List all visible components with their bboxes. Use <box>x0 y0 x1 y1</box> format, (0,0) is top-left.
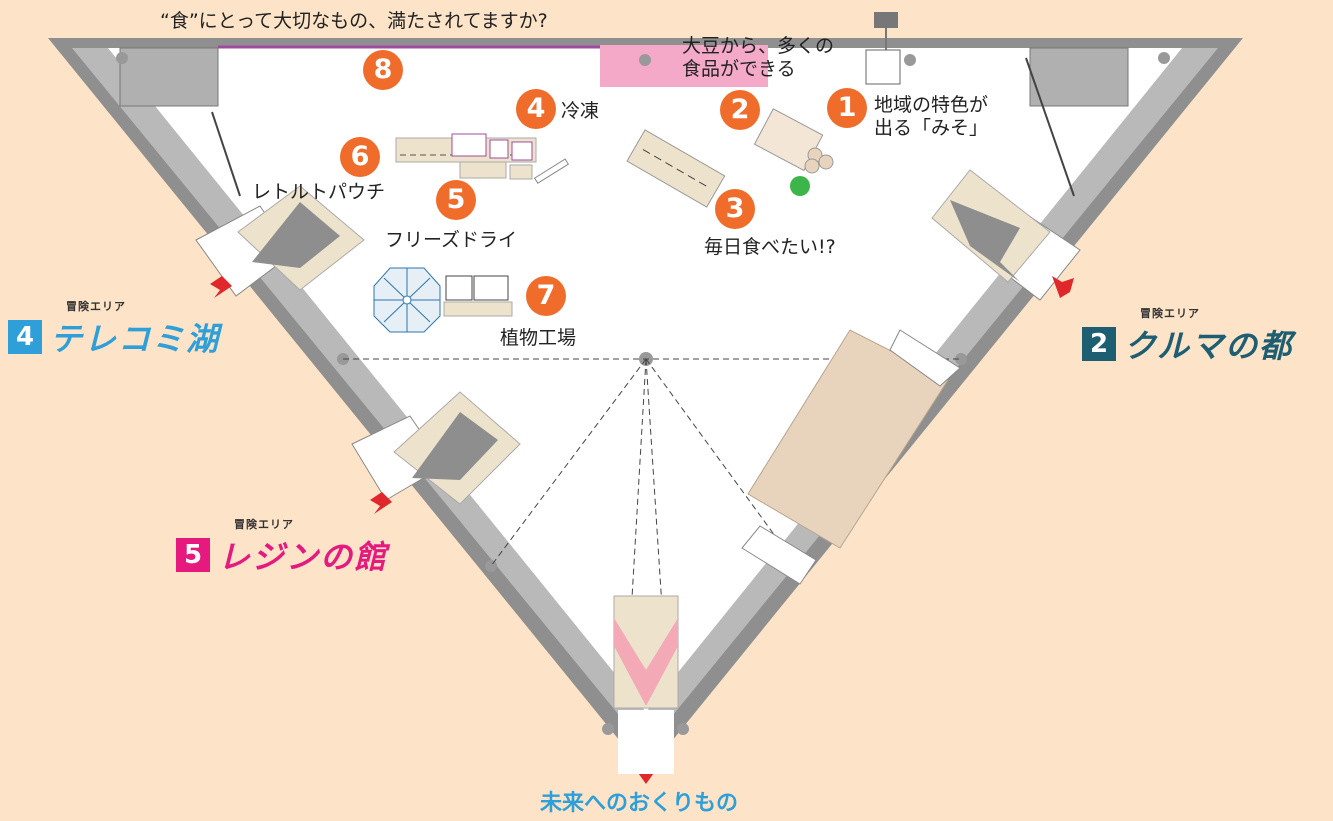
zone-telecom[interactable]: 冒険エリア 4 テレコミ湖 <box>8 298 220 360</box>
zone-resin[interactable]: 冒険エリア 5 レジンの館 <box>176 516 388 578</box>
exhibit-badge-7[interactable]: 7 <box>526 276 566 316</box>
zone-number: 2 <box>1082 327 1116 361</box>
miso-barrels <box>804 147 834 174</box>
large-counter <box>747 329 949 549</box>
exhibit-label-5: フリーズドライ <box>385 229 518 251</box>
bottom-exit <box>618 710 674 774</box>
zone-number: 5 <box>176 538 210 572</box>
exhibit-badge-4[interactable]: 4 <box>516 89 556 129</box>
chevron-panel-right <box>931 169 1051 283</box>
exhibit-badge-3[interactable]: 3 <box>715 189 755 229</box>
plant-factory-shelves <box>443 275 513 317</box>
pink-panel <box>600 45 768 87</box>
chevron-panel-left-lower <box>393 391 521 505</box>
zone-number: 4 <box>8 320 42 354</box>
zone-caption: 冒険エリア <box>66 300 126 313</box>
monitor-icon <box>874 12 898 28</box>
exhibit-badge-6[interactable]: 6 <box>340 137 380 177</box>
bench-bottom <box>741 525 817 585</box>
exhibit-badge-1[interactable]: 1 <box>827 88 867 128</box>
plant-factory-dome <box>373 267 441 333</box>
bench-top <box>889 329 961 387</box>
wall-stand-left <box>211 111 241 197</box>
exhibit-label-4: 冷凍 <box>561 100 600 122</box>
exhibit-label-7: 植物工場 <box>500 327 577 349</box>
exhibit-label-2: 大豆から、多くの 食品ができる <box>682 35 835 80</box>
zone-caption: 冒険エリア <box>1140 307 1200 320</box>
freeze-panel <box>533 158 570 184</box>
zone-caption: 冒険エリア <box>234 518 294 531</box>
zone-name: テレコミ湖 <box>50 320 221 358</box>
display-stand <box>865 49 901 85</box>
retort-counter <box>395 133 537 180</box>
exhibit-badge-8[interactable]: 8 <box>363 50 403 90</box>
wall-stand-right <box>1025 57 1075 197</box>
page-title: “食”にとって大切なもの、満たされてますか? <box>160 10 548 32</box>
chevron-panel-bottom <box>613 595 679 709</box>
corner-box-left <box>119 47 219 107</box>
chevron-panel-left-upper <box>237 185 365 291</box>
zone-name: レジンの館 <box>218 538 389 576</box>
corner-box-right <box>1029 47 1129 107</box>
exhibit-label-1: 地域の特色が 出る「みそ」 <box>874 94 989 139</box>
exhibit-label-3: 毎日食べたい!? <box>704 236 836 258</box>
plant-icon <box>790 176 810 196</box>
exhibit-badge-5[interactable]: 5 <box>436 180 476 220</box>
zone-name: クルマの都 <box>1124 327 1294 365</box>
exhibit-badge-2[interactable]: 2 <box>720 90 760 130</box>
daily-food-table <box>626 129 726 208</box>
exhibit-label-6: レトルトパウチ <box>252 181 386 203</box>
zone-kuruma[interactable]: 冒険エリア 2 クルマの都 <box>1082 305 1293 367</box>
exit-label[interactable]: 未来へのおくりもの <box>540 791 739 816</box>
